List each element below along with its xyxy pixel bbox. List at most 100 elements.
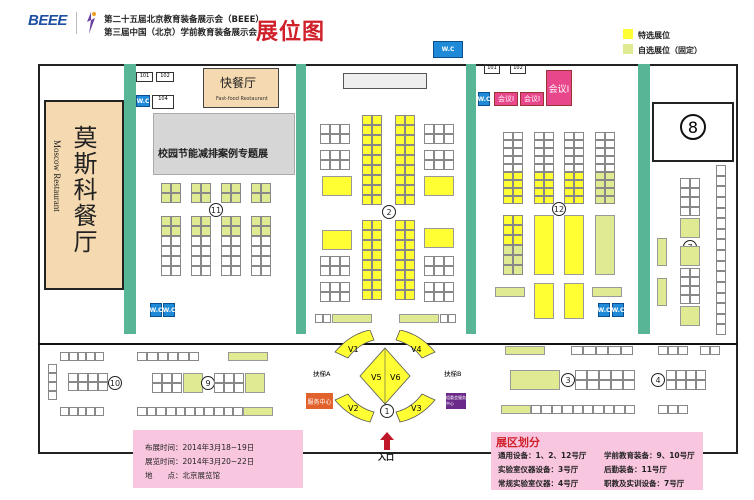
entrance-label: 入口: [378, 453, 394, 462]
hall9-booth-row[interactable]: [137, 352, 199, 361]
hall2-booth-block[interactable]: [424, 150, 454, 170]
hall2-booth-block[interactable]: [424, 282, 454, 302]
location: 地 点：北京展览馆: [145, 471, 220, 480]
hall12-premium-column[interactable]: [534, 283, 554, 319]
header-title-line2: 第三届中国（北京）学前教育装备展示会: [104, 28, 258, 38]
hall3-fixed-block[interactable]: [510, 370, 560, 390]
hall11-booth-block[interactable]: [161, 183, 181, 203]
hall9-fixed-block[interactable]: [245, 373, 265, 393]
hall1-booth-row[interactable]: [440, 314, 456, 323]
hall11-booth-block[interactable]: [191, 183, 211, 203]
fast-food-en: Fast-food Restaurant: [216, 96, 268, 102]
hall9-fixed-row[interactable]: [228, 352, 268, 361]
hall-8-marker: 8: [680, 114, 706, 140]
hall12-column[interactable]: [564, 132, 584, 204]
hall10-booth-row[interactable]: [60, 352, 104, 361]
zone-item: 职教及实训设备：7号厅: [604, 479, 685, 488]
hall2-booth-block[interactable]: [320, 124, 350, 144]
meeting-room-3[interactable]: 会议I: [546, 70, 572, 106]
setup-time: 布展时间：2014年3月18~19日: [145, 443, 255, 452]
hall2-booth-block[interactable]: [320, 256, 350, 276]
hall2-premium-column[interactable]: [395, 115, 415, 205]
hall7-booth-column[interactable]: [680, 268, 700, 304]
hall2-booth-block[interactable]: [320, 150, 350, 170]
hall4-booth-row[interactable]: [700, 346, 720, 355]
hall2-booth-block[interactable]: [424, 256, 454, 276]
hall12-fixed-row[interactable]: [592, 287, 622, 297]
hall-4-marker: 4: [651, 373, 665, 387]
hall11-booth-block[interactable]: [221, 183, 241, 203]
hall-10-marker: 10: [108, 376, 122, 390]
room-104: 104: [152, 95, 174, 109]
hall9-booth-block[interactable]: [152, 373, 182, 393]
green-corridor: [638, 64, 650, 334]
event-info-box: [133, 430, 303, 488]
meeting-room-2[interactable]: 会议I: [520, 92, 544, 106]
zone-division-box: [491, 432, 703, 490]
wc-right-top: W.C: [478, 92, 490, 106]
hall2-booth-block[interactable]: [424, 124, 454, 144]
hall11-booth-column[interactable]: [191, 216, 211, 276]
hall1-v-booths[interactable]: [330, 330, 440, 425]
hall12-fixed-column[interactable]: [595, 215, 615, 275]
hall3-booth-row[interactable]: [571, 346, 633, 355]
hall7-fixed[interactable]: [657, 278, 667, 306]
hall2-premium-column[interactable]: [362, 115, 382, 205]
hall12-column[interactable]: [595, 132, 615, 204]
hall2-premium-block[interactable]: [424, 228, 454, 248]
beee-logo: BEEE: [28, 12, 67, 29]
hall2-premium-block[interactable]: [424, 176, 454, 196]
hall12-column[interactable]: [503, 132, 523, 204]
hall9-fixed-row[interactable]: [243, 407, 273, 416]
hall1-booth-row[interactable]: [315, 314, 331, 323]
hall10-booth-col[interactable]: [48, 364, 57, 400]
hall12-premium-column[interactable]: [564, 215, 584, 275]
hall7-fixed[interactable]: [657, 238, 667, 266]
hall3-fixed-row[interactable]: [501, 405, 531, 414]
room-102: 102: [156, 72, 174, 82]
hall-2-marker: 2: [382, 205, 396, 219]
hall3-booth-block[interactable]: [575, 370, 635, 390]
hall2-booth-block[interactable]: [320, 282, 350, 302]
hall7-booth-column[interactable]: [680, 178, 700, 216]
hall10-booth-row[interactable]: [60, 407, 104, 416]
hall4-booth-row[interactable]: [658, 405, 688, 414]
hall2-premium-block[interactable]: [322, 176, 352, 196]
escalator-a-label: 扶梯A: [313, 370, 331, 378]
hall7-fixed[interactable]: [680, 306, 700, 326]
hall2-premium-column[interactable]: [395, 220, 415, 300]
hall9-booth-row[interactable]: [137, 407, 243, 416]
fast-food-cn: 快餐厅: [220, 76, 257, 90]
wc-left-bottom-2: W.C: [163, 303, 175, 317]
hall2-premium-column[interactable]: [362, 220, 382, 300]
hall11-booth-column[interactable]: [251, 216, 271, 276]
hall3-booth-row[interactable]: [531, 405, 635, 414]
hall11-booth-block[interactable]: [251, 183, 271, 203]
hall9-fixed-block[interactable]: [183, 373, 203, 393]
hall-11-marker: 11: [209, 203, 223, 217]
hall12-column[interactable]: [534, 132, 554, 204]
hall11-booth-column[interactable]: [161, 216, 181, 276]
v4-label: V4: [411, 345, 422, 354]
hall12-fixed-row[interactable]: [495, 287, 525, 297]
hall1-fixed-row[interactable]: [332, 314, 372, 323]
green-corridor: [296, 64, 306, 334]
hall10-booth-block[interactable]: [68, 373, 108, 391]
hall3-fixed-row[interactable]: [505, 346, 545, 355]
legend-swatch-fixed: [623, 44, 633, 54]
service-center[interactable]: 服务中心: [306, 393, 333, 409]
hall2-premium-block[interactable]: [322, 230, 352, 250]
info-center[interactable]: 组委会服务中心: [446, 393, 466, 409]
hall9-booth-block[interactable]: [214, 373, 244, 393]
hall11-booth-column[interactable]: [221, 216, 241, 276]
hall7-fixed[interactable]: [680, 246, 700, 266]
hall7-fixed[interactable]: [680, 218, 700, 238]
hall12-column[interactable]: [503, 215, 523, 275]
hall1-fixed-row[interactable]: [399, 314, 439, 323]
hall12-premium-column[interactable]: [534, 215, 554, 275]
hall4-booth-row[interactable]: [658, 346, 688, 355]
hall4-booth-block[interactable]: [666, 370, 706, 390]
hall12-premium-column[interactable]: [564, 283, 584, 319]
hall7-side-booths[interactable]: [716, 165, 726, 335]
meeting-room-1[interactable]: 会议I: [494, 92, 518, 106]
